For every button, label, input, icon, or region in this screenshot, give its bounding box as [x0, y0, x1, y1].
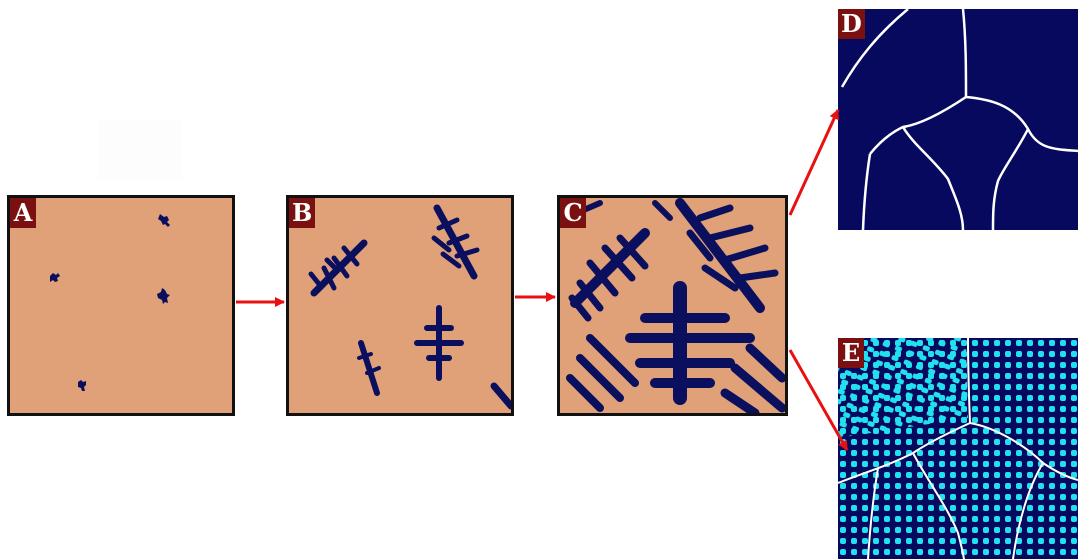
panel-label-d: D — [838, 9, 865, 39]
panel-e: E — [838, 338, 1078, 559]
panel-e-canvas — [838, 338, 1078, 559]
panel-label-b: B — [289, 198, 316, 228]
dendrite-crystals — [308, 204, 511, 410]
panel-a: A — [7, 195, 235, 416]
arrow-up-right-icon — [788, 109, 840, 216]
panel-b-canvas — [289, 198, 511, 413]
grain-boundaries — [838, 338, 1078, 559]
panel-d-canvas — [838, 9, 1078, 230]
panel-b: B — [286, 195, 514, 416]
nuclei — [50, 214, 170, 391]
panel-label-e: E — [838, 338, 864, 368]
grain-boundaries — [840, 9, 1078, 230]
atom-lattice-grain — [838, 338, 968, 438]
panel-a-canvas — [10, 198, 232, 413]
blank-patch — [98, 120, 182, 180]
solid-background — [838, 9, 1078, 230]
panel-label-c: C — [560, 198, 586, 228]
panel-d: D — [838, 9, 1078, 230]
dense-dendrites — [562, 198, 785, 413]
panel-label-a: A — [10, 198, 36, 228]
panel-c-canvas — [560, 198, 785, 413]
panel-c: C — [557, 195, 788, 416]
liquid-background — [10, 198, 232, 413]
liquid-background — [289, 198, 511, 413]
